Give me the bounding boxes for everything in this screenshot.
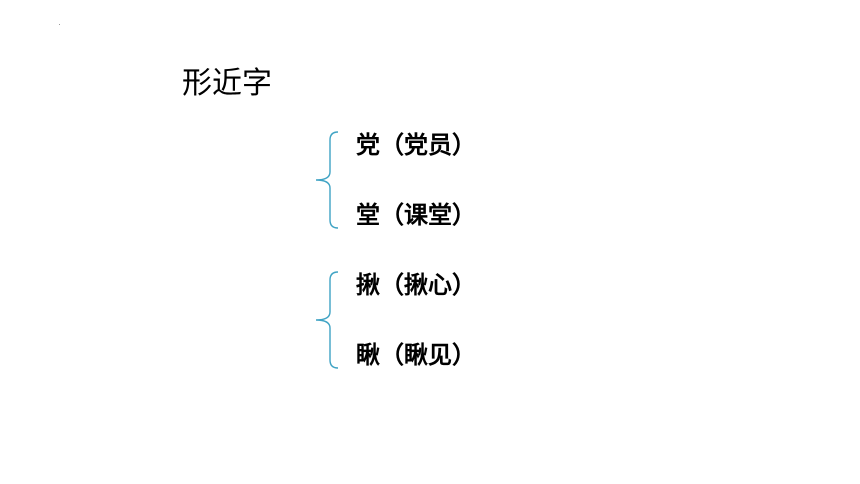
- group-2-entry-1: 揪（揪心）: [356, 271, 476, 299]
- character-group-1: 党（党员） 堂（课堂）: [312, 126, 612, 234]
- group-2-entry-2: 瞅（瞅见）: [356, 341, 476, 369]
- left-brace-icon: [315, 131, 339, 229]
- slide-title: 形近字: [182, 66, 272, 101]
- character-group-2: 揪（揪心） 瞅（瞅见）: [312, 266, 612, 374]
- corner-dot: [59, 24, 60, 25]
- left-brace-icon: [315, 271, 339, 369]
- group-1-entry-1: 党（党员）: [356, 131, 476, 159]
- group-1-entry-2: 堂（课堂）: [356, 201, 476, 229]
